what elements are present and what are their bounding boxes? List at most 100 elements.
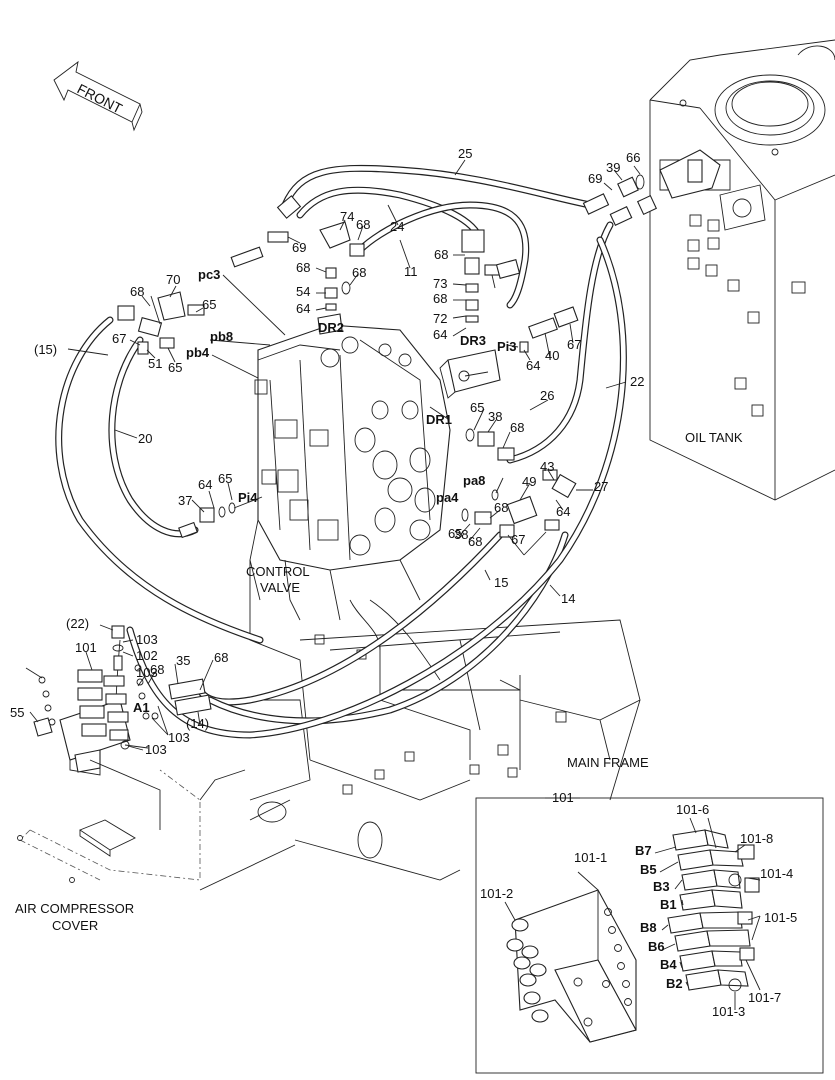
part-label-13: 68 <box>433 291 447 306</box>
part-label-54: 35 <box>176 653 190 668</box>
part-label-19: 54 <box>296 284 310 299</box>
part-label-67: 101-5 <box>764 910 797 925</box>
part-label-31: 26 <box>540 388 554 403</box>
detail-inset-101 <box>475 797 824 1074</box>
part-label-45: 68 <box>468 534 482 549</box>
part-label-65: 101-4 <box>760 866 793 881</box>
part-label-23: 51 <box>148 356 162 371</box>
part-label-14: 72 <box>433 311 447 326</box>
label-b5: B5 <box>640 862 657 877</box>
label-b8: B8 <box>640 920 657 935</box>
label-pi3: Pi3 <box>497 339 517 354</box>
part-label-26: 65 <box>470 400 484 415</box>
part-label-38: 64 <box>556 504 570 519</box>
label-dr1: DR1 <box>426 412 452 427</box>
leader-lines <box>25 159 761 1010</box>
part-label-48: (22) <box>66 616 89 631</box>
part-label-20: 64 <box>296 301 310 316</box>
label-pa4: pa4 <box>436 490 459 505</box>
part-label-51: 101 <box>75 640 97 655</box>
part-label-46: 15 <box>494 575 508 590</box>
part-label-0: 25 <box>458 146 472 161</box>
part-label-69: 101-3 <box>712 1004 745 1019</box>
part-label-62: 101-6 <box>676 802 709 817</box>
label-b3: B3 <box>653 879 670 894</box>
dr3-block <box>439 349 501 399</box>
part-label-43: 65 <box>218 471 232 486</box>
part-label-33: 40 <box>545 348 559 363</box>
fittings <box>117 149 721 539</box>
part-label-3: 69 <box>588 171 602 186</box>
label-pb8: pb8 <box>210 329 233 344</box>
oil-tank: OIL TANK <box>649 39 835 501</box>
part-label-12: 73 <box>433 276 447 291</box>
label-b1: B1 <box>660 897 677 912</box>
front-arrow: FRONT <box>53 60 143 132</box>
control-valve-label-1: CONTROL <box>246 564 310 579</box>
main-frame-label: MAIN FRAME <box>567 755 649 770</box>
part-label-42: 64 <box>198 477 212 492</box>
part-label-57: 103 <box>168 730 190 745</box>
part-label-34: 67 <box>567 337 581 352</box>
part-label-32: 22 <box>630 374 644 389</box>
part-label-36: 65 <box>448 526 462 541</box>
part-label-11: 68 <box>352 265 366 280</box>
part-label-9: 11 <box>404 264 418 279</box>
label-pb4: pb4 <box>186 345 210 360</box>
air-compressor-cover: AIR COMPRESSOR COVER <box>15 769 246 933</box>
part-label-10: 68 <box>434 247 448 262</box>
air-compressor-label-2: COVER <box>52 918 98 933</box>
part-label-60: (14) <box>186 716 209 731</box>
part-label-17: 68 <box>130 284 144 299</box>
label-dr3: DR3 <box>460 333 486 348</box>
part-label-39: 68 <box>494 500 508 515</box>
part-label-55: 68 <box>214 650 228 665</box>
label-pi4: Pi4 <box>238 490 258 505</box>
main-frame: MAIN FRAME <box>199 560 649 891</box>
part-label-59: 103 <box>145 742 167 757</box>
label-pc3: pc3 <box>198 267 220 282</box>
part-label-47: 14 <box>561 591 575 606</box>
part-label-24: 65 <box>168 360 182 375</box>
part-label-1: 66 <box>626 150 640 165</box>
part-label-5: 68 <box>356 217 370 232</box>
label-dr2: DR2 <box>318 320 344 335</box>
part-label-35: 64 <box>526 358 540 373</box>
part-label-16: 70 <box>166 272 180 287</box>
part-label-7: 69 <box>292 240 306 255</box>
part-label-44: 38 <box>454 527 468 542</box>
detail-label-101: 101 <box>552 790 574 805</box>
label-b7: B7 <box>635 843 652 858</box>
part-label-68: 101-7 <box>748 990 781 1005</box>
part-label-52: 103 <box>136 665 158 680</box>
part-label-27: 38 <box>488 409 502 424</box>
control-valve: CONTROL VALVE <box>246 324 451 621</box>
port-labels: pc3 pb8 pb4 DR2 DR3 Pi3 DR1 pa8 pa4 Pi4 … <box>133 267 683 991</box>
air-compressor-label-1: AIR COMPRESSOR <box>15 901 134 916</box>
part-label-18: 65 <box>202 297 216 312</box>
part-label-40: 67 <box>511 532 525 547</box>
part-label-64: 101-8 <box>740 831 773 846</box>
part-label-66: 101-2 <box>480 886 513 901</box>
part-label-58: 55 <box>10 705 24 720</box>
part-label-2: 39 <box>606 160 620 175</box>
part-label-25: 20 <box>138 431 152 446</box>
control-valve-label-2: VALVE <box>260 580 300 595</box>
part-label-50: 102 <box>136 648 158 663</box>
part-label-6: 24 <box>390 219 404 234</box>
part-label-41: 37 <box>178 493 192 508</box>
front-label: FRONT <box>75 80 126 116</box>
hoses <box>55 164 627 739</box>
part-label-29: 43 <box>540 459 554 474</box>
part-label-4: 74 <box>340 209 354 224</box>
part-label-53: 68 <box>150 662 164 677</box>
part-label-30: 27 <box>594 479 608 494</box>
part-label-37: 49 <box>522 474 536 489</box>
part-label-8: 68 <box>296 260 310 275</box>
oil-tank-label: OIL TANK <box>685 430 743 445</box>
label-b4: B4 <box>660 957 677 972</box>
label-b6: B6 <box>648 939 665 954</box>
